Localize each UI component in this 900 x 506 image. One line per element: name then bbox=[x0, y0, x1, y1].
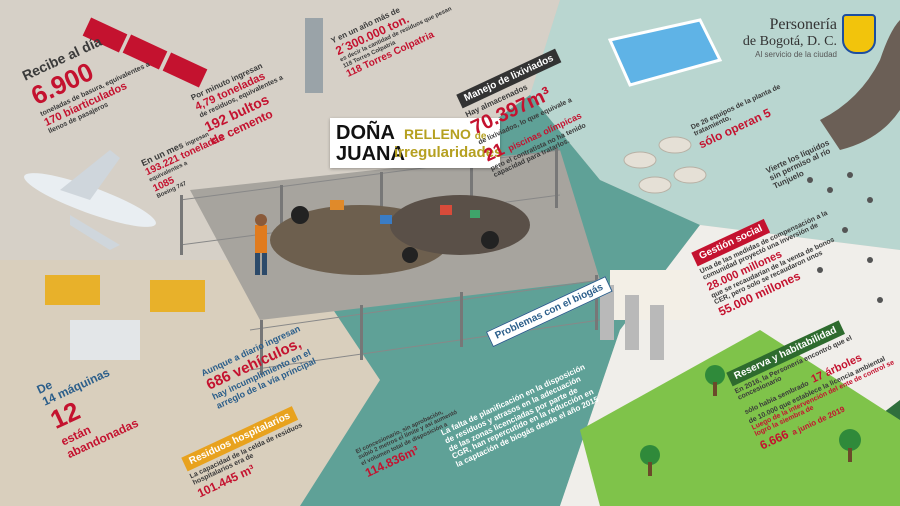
title-box: DOÑA JUANA RELLENO de irregularidades bbox=[330, 118, 503, 168]
title-sub-word1: RELLENO bbox=[404, 126, 471, 142]
title-line2: JUANA bbox=[336, 143, 405, 165]
title-sub-word2: de bbox=[474, 131, 487, 142]
title-sub-line2: irregularidades bbox=[394, 144, 503, 161]
coat-of-arms-icon bbox=[842, 14, 876, 54]
brand-tagline: Al servicio de la ciudad bbox=[755, 50, 837, 59]
title-line1: DOÑA bbox=[336, 122, 395, 144]
brand-name-line1: Personería bbox=[769, 16, 837, 33]
brand-name-line2: de Bogotá, D. C. bbox=[742, 34, 837, 49]
title-sub-line1: RELLENO de bbox=[404, 126, 486, 142]
brand-block: Personería de Bogotá, D. C. Al servicio … bbox=[742, 16, 837, 59]
